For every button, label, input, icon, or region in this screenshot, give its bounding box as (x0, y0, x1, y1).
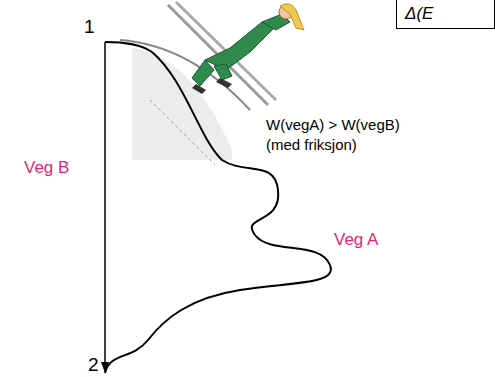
path-a-curve (105, 42, 331, 373)
point-label: 2 (88, 354, 99, 376)
hill-line (150, 100, 215, 165)
note-text: (med friksjon) (266, 136, 357, 153)
formula-box: Δ(E (396, 0, 495, 29)
note-text: W(vegA) > W(vegB) (266, 116, 400, 133)
point-label: 1 (84, 16, 95, 38)
path-label: Veg B (24, 158, 69, 178)
formula-text: Δ(E (405, 4, 486, 24)
path-b-line (104, 42, 106, 366)
path-label: Veg A (334, 230, 378, 250)
skier (192, 4, 304, 94)
ski (176, 2, 276, 100)
